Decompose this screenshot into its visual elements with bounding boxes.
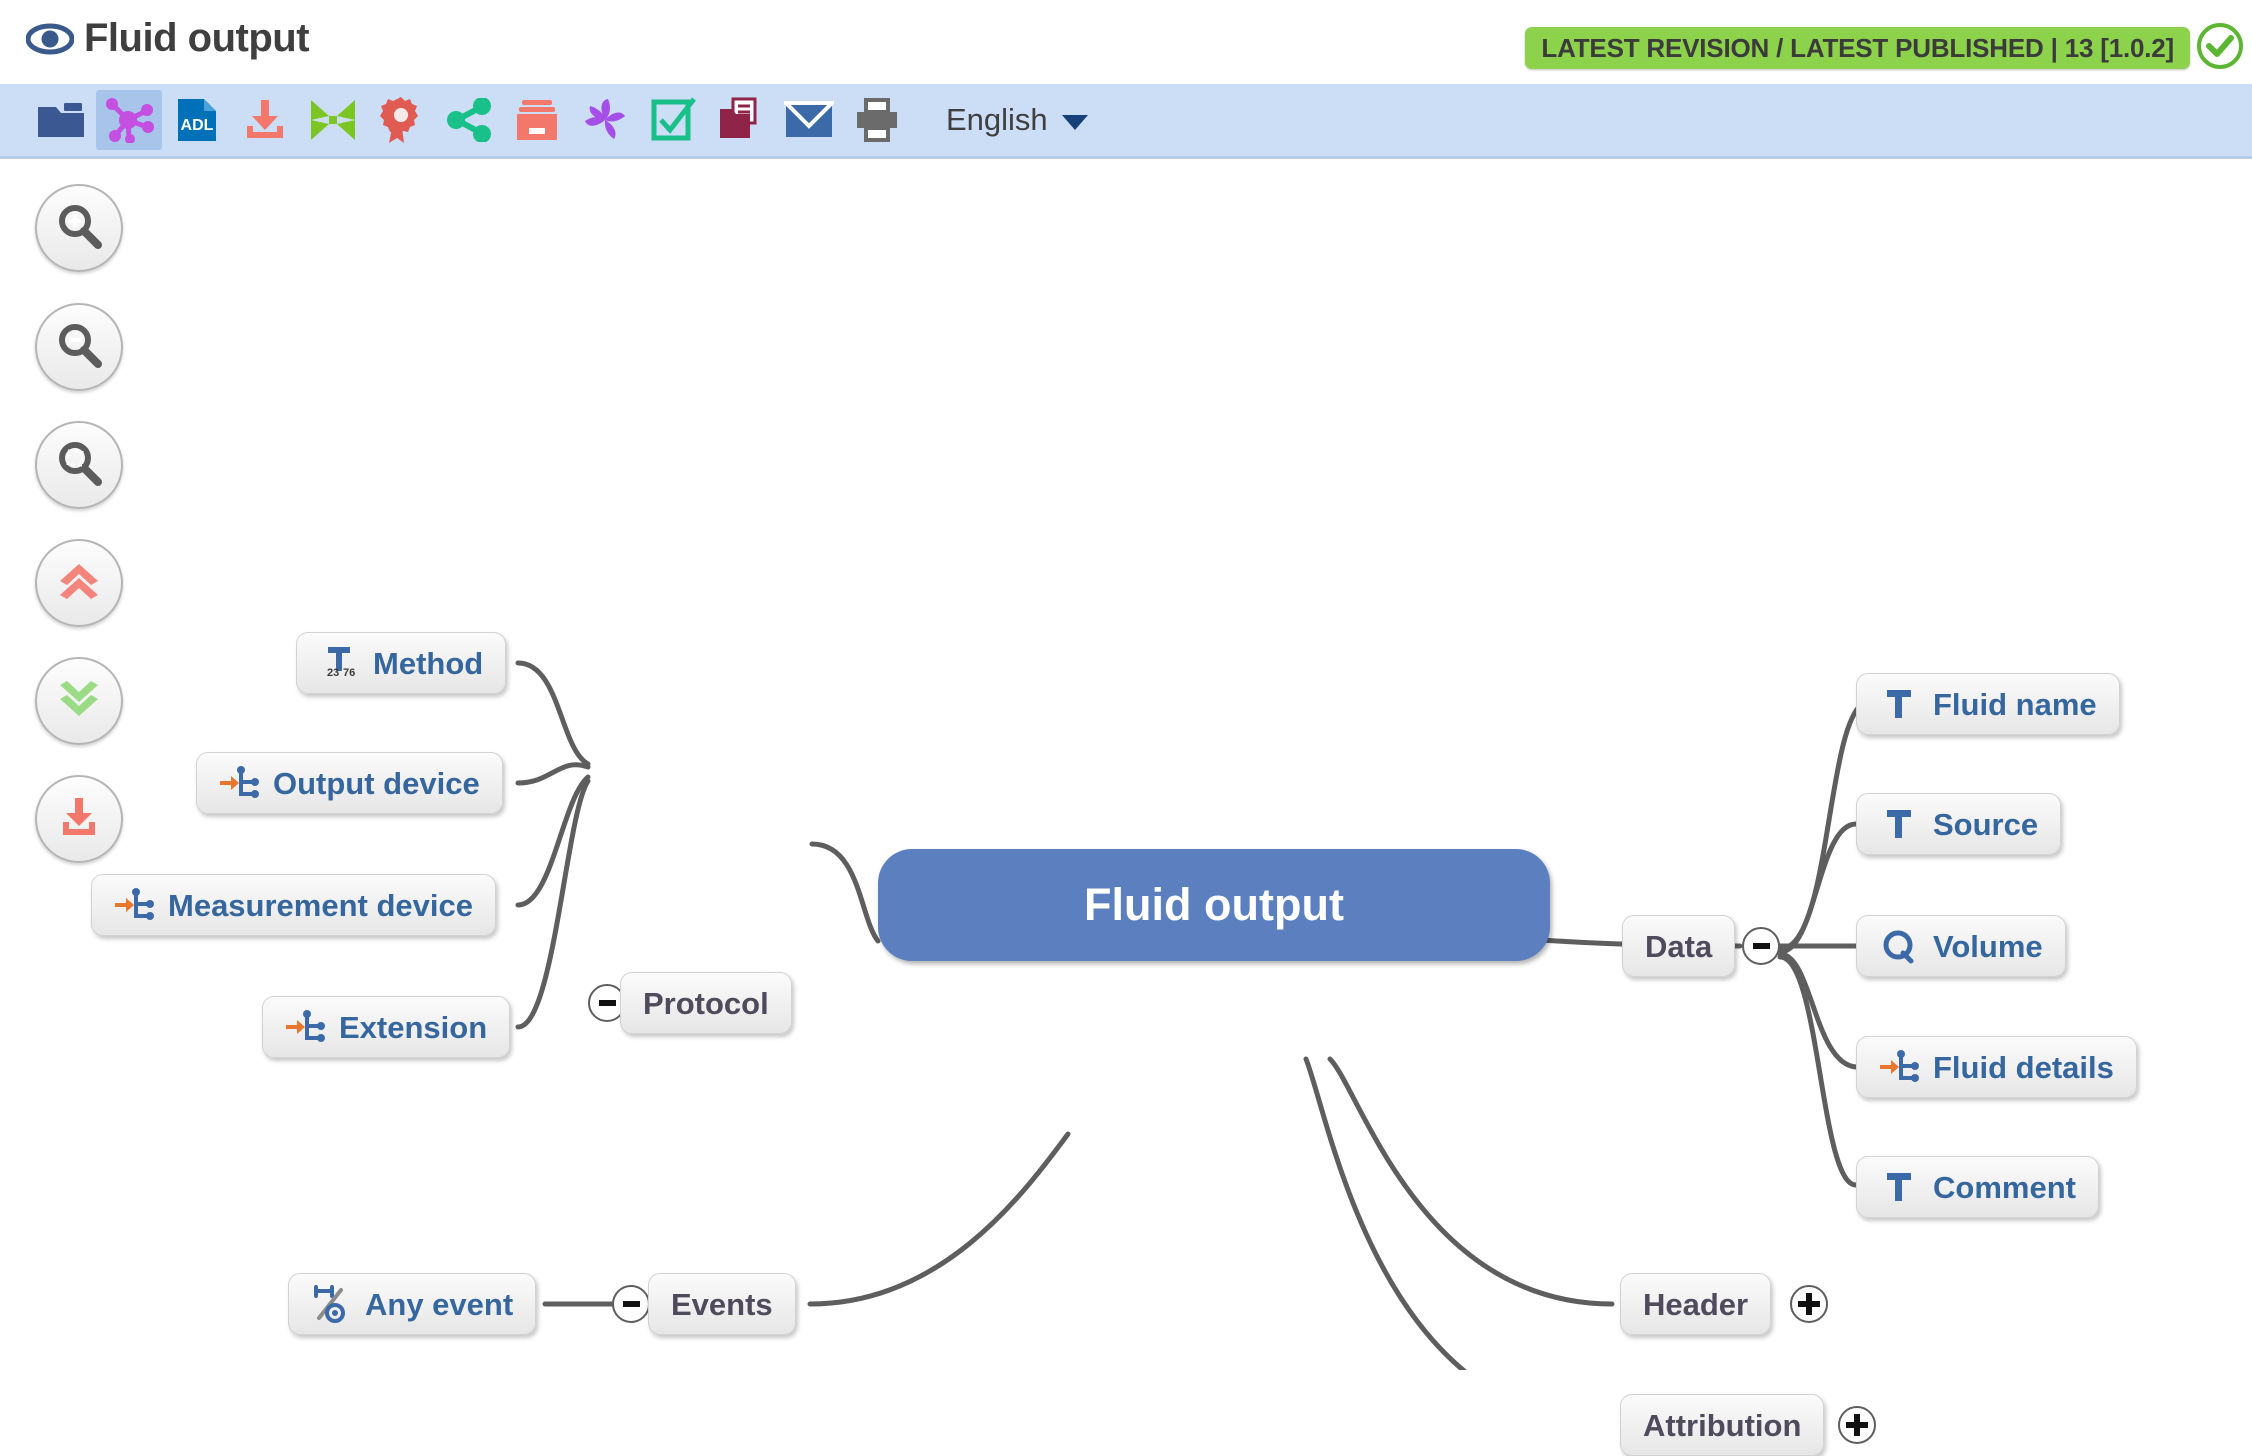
node-comment[interactable]: Comment — [1856, 1156, 2099, 1218]
mail-icon[interactable] — [776, 90, 842, 150]
plus-icon — [1798, 1293, 1820, 1315]
plus-icon — [1846, 1414, 1868, 1436]
quantity-icon — [1879, 926, 1919, 966]
node-fluid-details[interactable]: Fluid details — [1856, 1036, 2137, 1098]
chevron-down-icon — [1061, 115, 1088, 130]
language-label: English — [946, 102, 1048, 137]
toggle-data[interactable] — [1742, 927, 1780, 965]
svg-text:ADL: ADL — [181, 117, 214, 134]
node-label: Data — [1645, 928, 1713, 964]
zoom-fit-button[interactable] — [35, 421, 123, 509]
event-icon — [311, 1284, 351, 1324]
node-label: Extension — [339, 1009, 488, 1045]
node-label: Attribution — [1643, 1407, 1802, 1443]
node-volume[interactable]: Volume — [1856, 915, 2066, 977]
slot-icon — [219, 763, 259, 803]
checkbox-icon[interactable] — [640, 90, 706, 150]
minus-icon — [598, 1000, 616, 1006]
node-label: Events — [671, 1286, 773, 1322]
node-label: Comment — [1933, 1169, 2076, 1205]
node-data[interactable]: Data — [1622, 915, 1736, 977]
svg-text:76: 76 — [343, 667, 355, 679]
node-label: Volume — [1933, 928, 2043, 964]
node-events[interactable]: Events — [648, 1273, 796, 1335]
node-measurement-device[interactable]: Measurement device — [91, 874, 496, 936]
status-badge: LATEST REVISION / LATEST PUBLISHED | 13 … — [1525, 27, 2190, 69]
download-tray-icon — [55, 795, 103, 844]
node-fluid-name[interactable]: Fluid name — [1856, 673, 2120, 735]
magnifier-minus-icon — [55, 321, 103, 374]
toolbar: ADL — [0, 84, 2252, 159]
coded-text-icon: 23 76 — [319, 643, 359, 683]
archive-box-icon[interactable] — [504, 90, 570, 150]
node-protocol[interactable]: Protocol — [620, 972, 792, 1034]
slot-icon — [1879, 1047, 1919, 1087]
collapse-icon[interactable] — [300, 90, 366, 150]
node-attribution[interactable]: Attribution — [1620, 1394, 1825, 1456]
node-label: Source — [1933, 806, 2039, 842]
pinwheel-icon[interactable] — [572, 90, 638, 150]
central-node[interactable]: Fluid output — [878, 849, 1550, 961]
node-header[interactable]: Header — [1620, 1273, 1772, 1335]
node-label: Fluid details — [1933, 1049, 2114, 1085]
toggle-events[interactable] — [612, 1285, 650, 1323]
node-any-event[interactable]: Any event — [288, 1273, 537, 1335]
text-icon — [1879, 684, 1919, 724]
page-title: Fluid output — [84, 16, 310, 60]
node-extension[interactable]: Extension — [262, 996, 511, 1058]
node-label: Header — [1643, 1286, 1749, 1322]
slot-icon — [114, 885, 154, 925]
text-icon — [1879, 1167, 1919, 1207]
award-ribbon-icon[interactable] — [368, 90, 434, 150]
minus-icon — [622, 1301, 640, 1307]
node-label: Measurement device — [168, 887, 473, 923]
folder-icon[interactable] — [28, 90, 94, 150]
share-icon[interactable] — [436, 90, 502, 150]
printer-icon[interactable] — [844, 90, 910, 150]
download-icon[interactable] — [232, 90, 298, 150]
node-label: Any event — [365, 1286, 514, 1322]
text-icon — [1879, 804, 1919, 844]
mindmap-canvas[interactable]: Fluid output 23 76 Method Output device — [0, 159, 2252, 1456]
node-output-device[interactable]: Output device — [196, 752, 503, 814]
node-method[interactable]: 23 76 Method — [296, 632, 507, 694]
node-label: Fluid name — [1933, 686, 2097, 722]
node-label: Protocol — [643, 985, 769, 1021]
language-select[interactable]: English — [946, 102, 1088, 138]
node-source[interactable]: Source — [1856, 793, 2062, 855]
node-label: Output device — [273, 765, 480, 801]
eye-icon — [25, 22, 75, 56]
node-label: Method — [373, 645, 484, 681]
svg-text:23: 23 — [327, 667, 339, 679]
mindmap-icon[interactable] — [96, 90, 162, 150]
adl-file-icon[interactable]: ADL — [164, 90, 230, 150]
zoom-out-button[interactable] — [35, 303, 123, 391]
magnifier-fit-icon — [55, 439, 103, 492]
zoom-in-button[interactable] — [35, 184, 123, 272]
toggle-header[interactable] — [1790, 1285, 1828, 1323]
expand-all-button[interactable] — [35, 657, 123, 745]
export-image-button[interactable] — [35, 775, 123, 863]
double-chevron-down-icon — [55, 677, 103, 726]
toggle-attribution[interactable] — [1838, 1406, 1876, 1444]
folder-document-icon[interactable] — [708, 90, 774, 150]
check-circle-icon — [2196, 22, 2244, 70]
minus-icon — [1752, 943, 1770, 949]
central-node-label: Fluid output — [1084, 879, 1344, 930]
page-header: Fluid output LATEST REVISION / LATEST PU… — [0, 0, 2252, 84]
slot-icon — [285, 1007, 325, 1047]
collapse-all-button[interactable] — [35, 539, 123, 627]
magnifier-plus-icon — [55, 202, 103, 255]
double-chevron-up-icon — [55, 559, 103, 608]
